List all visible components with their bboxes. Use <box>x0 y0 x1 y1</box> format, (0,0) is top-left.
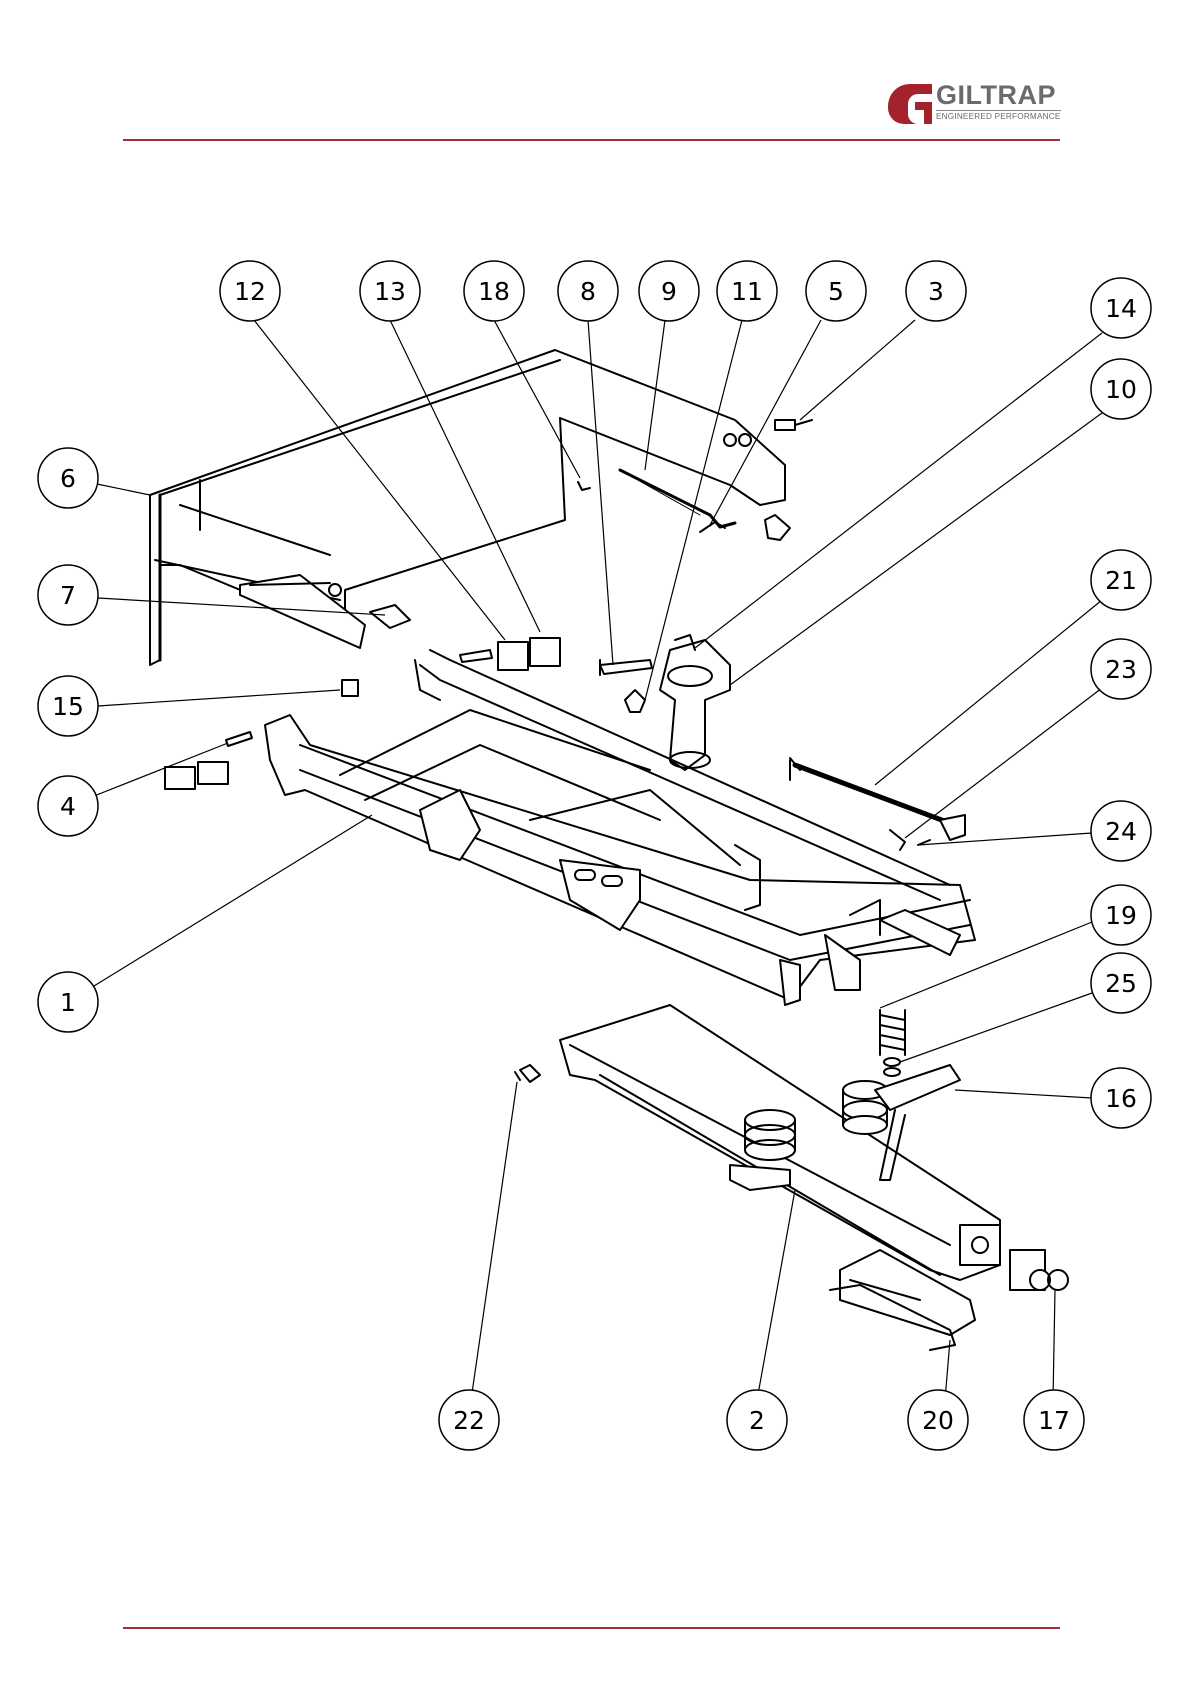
part-chassis <box>265 650 975 1005</box>
callout-number: 21 <box>1105 566 1137 595</box>
footer-rule <box>123 1627 1060 1629</box>
callout-11: 11 <box>717 261 777 321</box>
callout-2: 2 <box>727 1390 787 1450</box>
callout-25: 25 <box>1091 953 1151 1013</box>
callout-number: 22 <box>453 1406 485 1435</box>
callout-6: 6 <box>38 448 98 508</box>
callout-23: 23 <box>1091 639 1151 699</box>
callout-number: 12 <box>234 277 266 306</box>
callout-number: 24 <box>1105 817 1137 846</box>
callout-7: 7 <box>38 565 98 625</box>
callout-number: 19 <box>1105 901 1137 930</box>
callout-number: 2 <box>749 1406 765 1435</box>
callout-number: 23 <box>1105 655 1137 684</box>
callout-number: 3 <box>928 277 944 306</box>
callout-number: 10 <box>1105 375 1137 404</box>
part-hood <box>150 350 785 665</box>
callout-number: 17 <box>1038 1406 1070 1435</box>
callout-number: 9 <box>661 277 677 306</box>
callout-8: 8 <box>558 261 618 321</box>
callout-3: 3 <box>906 261 966 321</box>
callout-5: 5 <box>806 261 866 321</box>
callout-number: 16 <box>1105 1084 1137 1113</box>
callout-22: 22 <box>439 1390 499 1450</box>
callout-number: 18 <box>478 277 510 306</box>
part-drawbar <box>560 1005 1000 1280</box>
callout-number: 4 <box>60 792 76 821</box>
parts-drawing <box>150 350 1068 1350</box>
callout-number: 11 <box>731 277 763 306</box>
callout-number: 5 <box>828 277 844 306</box>
callout-21: 21 <box>1091 550 1151 610</box>
callout-9: 9 <box>639 261 699 321</box>
callout-number: 20 <box>922 1406 954 1435</box>
callout-17: 17 <box>1024 1390 1084 1450</box>
callout-number: 8 <box>580 277 596 306</box>
callout-1: 1 <box>38 972 98 1032</box>
callout-18: 18 <box>464 261 524 321</box>
callout-number: 6 <box>60 464 76 493</box>
callout-15: 15 <box>38 676 98 736</box>
callout-19: 19 <box>1091 885 1151 945</box>
callout-12: 12 <box>220 261 280 321</box>
callout-number: 13 <box>374 277 406 306</box>
part-rod <box>790 758 965 850</box>
callout-13: 13 <box>360 261 420 321</box>
callout-4: 4 <box>38 776 98 836</box>
callout-number: 7 <box>60 581 76 610</box>
callout-number: 15 <box>52 692 84 721</box>
callout-16: 16 <box>1091 1068 1151 1128</box>
callout-number: 25 <box>1105 969 1137 998</box>
part-pin <box>515 1065 540 1082</box>
callout-20: 20 <box>908 1390 968 1450</box>
part-jack <box>660 635 730 770</box>
callout-14: 14 <box>1091 278 1151 338</box>
callout-number: 14 <box>1105 294 1137 323</box>
callout-number: 1 <box>60 988 76 1017</box>
callout-10: 10 <box>1091 359 1151 419</box>
callout-24: 24 <box>1091 801 1151 861</box>
